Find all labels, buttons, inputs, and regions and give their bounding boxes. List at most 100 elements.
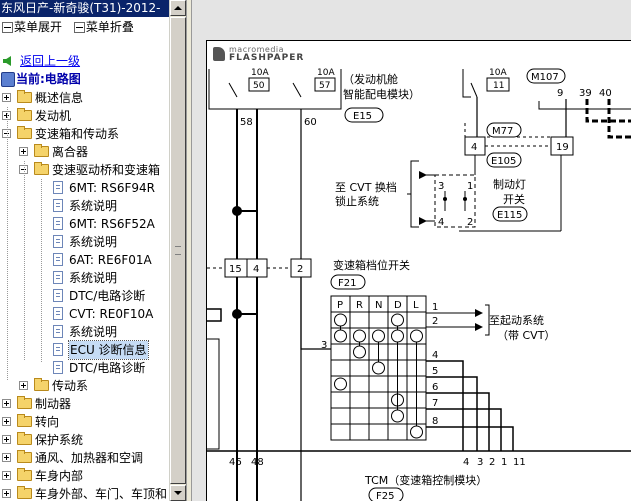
schematic-icon xyxy=(1,72,15,87)
expand-toggle-icon[interactable] xyxy=(2,489,11,498)
range-position-label: N xyxy=(375,300,382,311)
expand-toggle-icon[interactable] xyxy=(2,399,11,408)
scroll-thumb[interactable] xyxy=(170,17,186,484)
tree-item-label: DTC/电路诊断 xyxy=(69,289,146,303)
range-output-pin: 6 xyxy=(432,382,438,393)
tree-item-label: 系统说明 xyxy=(69,325,118,339)
document-icon xyxy=(53,253,63,266)
range-output-pin: 2 xyxy=(432,316,438,327)
folder-icon xyxy=(17,486,32,499)
tree-item-label: 变速箱和传动系 xyxy=(35,127,120,141)
svg-text:4: 4 xyxy=(438,217,444,228)
fuse-11: 10A 11 xyxy=(486,68,510,92)
connector-2: 2 xyxy=(290,258,312,278)
back-link[interactable]: 返回上一级 xyxy=(2,53,80,69)
tree-item-label: 概述信息 xyxy=(35,91,84,105)
tree-item-label: 6MT: RS6F52A xyxy=(69,217,155,231)
ipdm-box xyxy=(208,69,342,110)
tree-item-label: 离合器 xyxy=(52,145,89,159)
tree-guide-line xyxy=(7,107,8,380)
expand-toggle-icon[interactable] xyxy=(2,93,11,102)
tcm-pin-label: 1 xyxy=(501,457,507,468)
tree-item-label: 转向 xyxy=(35,415,60,429)
expand-toggle-icon[interactable] xyxy=(19,147,28,156)
switch-contact xyxy=(410,329,423,343)
brake-light-switch: 3 1 4 2 xyxy=(434,174,476,228)
range-output-pin: 7 xyxy=(432,398,438,409)
svg-text:10A: 10A xyxy=(317,68,335,78)
folder-icon xyxy=(17,396,32,409)
switch-contact xyxy=(334,313,347,327)
connector-f21-label: F21 xyxy=(338,278,356,289)
menu-expand-button[interactable]: 菜单展开 xyxy=(0,18,62,36)
expand-toggle-icon[interactable] xyxy=(19,381,28,390)
range-switch-title: 变速箱档位开关 xyxy=(333,258,410,272)
menu-collapse-button[interactable]: 菜单折叠 xyxy=(72,18,134,36)
connector-f25-label: F25 xyxy=(376,491,394,501)
tree-scrollbar[interactable] xyxy=(169,0,186,501)
svg-text:19: 19 xyxy=(556,142,569,153)
tree-item-label: 系统说明 xyxy=(69,199,118,213)
expand-toggle-icon[interactable] xyxy=(2,435,11,444)
expand-toggle-icon[interactable] xyxy=(2,471,11,480)
svg-text:40: 40 xyxy=(599,88,612,99)
tree-item-label: 变速驱动桥和变速箱 xyxy=(52,163,161,177)
starter-label-2: （带 CVT） xyxy=(497,329,555,342)
tree-item-label: 6MT: RS6F94R xyxy=(69,181,155,195)
svg-text:50: 50 xyxy=(253,81,265,91)
expand-toggle-icon[interactable] xyxy=(2,417,11,426)
document-viewer: 10A 50 10A 57 （发动机舱 智能配电模块） E15 58 60 xyxy=(192,0,631,501)
flashpaper-logo: macromedia FLASHPAPER xyxy=(213,45,304,67)
switch-contact xyxy=(391,409,404,423)
expand-toggle-icon[interactable] xyxy=(2,453,11,462)
range-position-label: D xyxy=(394,300,402,311)
range-output-pin: 5 xyxy=(432,366,438,377)
switch-contact xyxy=(391,329,404,343)
connector-m107-label: M107 xyxy=(531,72,559,83)
document-icon xyxy=(53,217,63,230)
tree-item-label: 保护系统 xyxy=(35,433,84,447)
tree-item-label: 6AT: RE6F01A xyxy=(69,253,152,267)
starter-label-1: 至起动系统 xyxy=(489,314,544,327)
range-output-pin: 4 xyxy=(432,350,438,361)
range-position-label: L xyxy=(413,300,419,311)
range-output-pin: 1 xyxy=(432,302,438,313)
tree-item-label: 车身内部 xyxy=(35,469,84,483)
navigation-panel: 东风日产-新奇骏(T31)-2012- 菜单展开 菜单折叠 返回上一级 当前:电… xyxy=(0,0,169,501)
collapse-toggle-icon[interactable] xyxy=(2,129,11,138)
folder-icon xyxy=(17,108,32,121)
svg-text:10A: 10A xyxy=(251,68,269,78)
junction-connector: 15 4 xyxy=(224,258,268,278)
folder-icon xyxy=(34,378,49,391)
svg-text:2: 2 xyxy=(297,264,303,275)
switch-contact xyxy=(334,329,347,343)
connector-m107 xyxy=(526,68,566,84)
back-arrow-icon xyxy=(3,56,11,66)
connector-e15 xyxy=(344,107,384,123)
expand-toggle-icon[interactable] xyxy=(2,111,11,120)
folder-icon xyxy=(17,432,32,445)
switch-contact xyxy=(334,377,347,391)
fuse-50: 10A 50 xyxy=(248,68,270,92)
document-icon xyxy=(53,343,63,356)
scroll-down-button[interactable] xyxy=(170,485,186,501)
svg-text:1: 1 xyxy=(467,181,473,192)
tree-item-label: 系统说明 xyxy=(69,235,118,249)
schematic-page: 10A 50 10A 57 （发动机舱 智能配电模块） E15 58 60 xyxy=(206,40,631,501)
tree-item-label: 车身外部、车门、车顶和 xyxy=(35,487,168,501)
folder-icon xyxy=(34,144,49,157)
tcm-pin-label: 4 xyxy=(463,457,469,468)
pane-splitter[interactable] xyxy=(186,0,192,501)
collapse-toggle-icon[interactable] xyxy=(19,165,28,174)
wire-60-label: 60 xyxy=(304,117,317,128)
ipdm-label-2: 智能配电模块） xyxy=(343,87,420,101)
switch-contact xyxy=(372,361,385,375)
tree-guide-line xyxy=(24,161,25,360)
scroll-up-button[interactable] xyxy=(170,0,186,16)
switch-contact xyxy=(353,329,366,343)
cvt-lock-label-1: 至 CVT 换档 xyxy=(335,180,397,194)
document-icon xyxy=(53,235,63,248)
switch-contact xyxy=(391,313,404,327)
